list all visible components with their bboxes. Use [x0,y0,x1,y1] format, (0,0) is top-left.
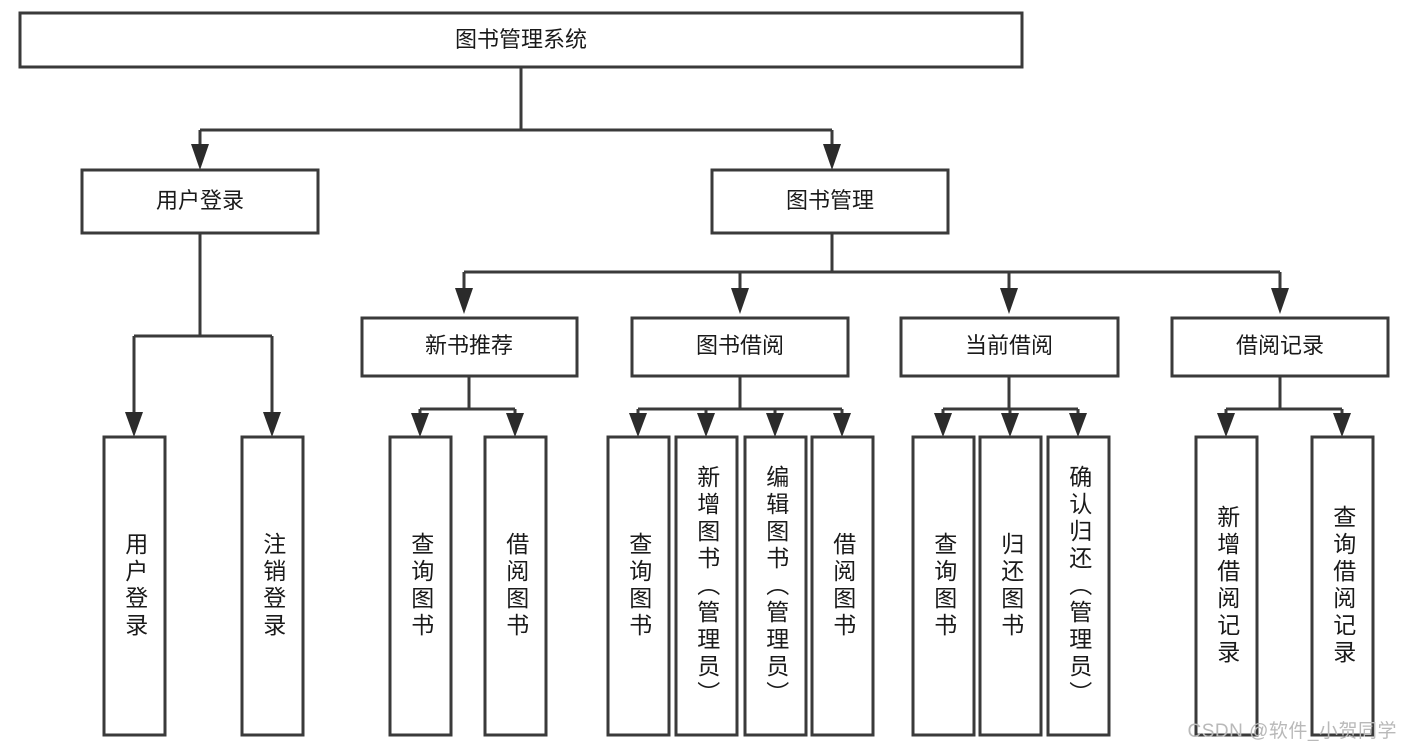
leaf-box-return-book[interactable] [978,435,1043,737]
connector-bookmgmt-to-level3 [455,233,1289,314]
connector-borrowrecord-to-leaves [1217,377,1351,437]
leaf-box-user-login[interactable] [102,435,167,737]
node-current-borrow-box[interactable] [899,316,1120,378]
node-borrow-record-box[interactable] [1170,316,1390,378]
node-book-management-box[interactable] [710,168,950,235]
node-new-book-recommend-label: 新书推荐 [425,333,513,358]
node-new-book-recommend[interactable]: 新书推荐 [360,316,579,378]
csdn-watermark: CSDN @软件_小贺同学 [1187,721,1397,742]
leaf-box-query-book-1[interactable] [388,435,453,737]
node-root[interactable]: 图书管理系统 [18,11,1024,69]
leaf-box-query-book-3[interactable] [911,435,976,737]
node-book-borrow-box[interactable] [630,316,850,378]
leaf-box-add-book-admin[interactable] [674,435,739,737]
node-book-borrow[interactable]: 图书借阅 [630,316,850,378]
leaf-box-borrow-book-2[interactable] [810,435,875,737]
connector-bookborrow-to-leaves [629,377,851,437]
leaf-box-confirm-return-admin[interactable] [1046,435,1111,737]
leaf-box-query-book-2[interactable] [606,435,671,737]
connector-root-to-level2 [191,67,841,170]
node-borrow-record-label: 借阅记录 [1236,333,1324,358]
connector-userlogin-to-leaves [125,233,281,437]
node-root-box[interactable] [18,11,1024,69]
connector-currentborrow-to-leaves [934,377,1087,437]
node-book-management[interactable]: 图书管理 [710,168,950,235]
node-user-login-label: 用户登录 [156,188,244,213]
node-book-management-label: 图书管理 [786,188,874,213]
connector-newbook-to-leaves [411,377,524,437]
node-user-login-box[interactable] [80,168,320,235]
leaf-box-add-borrow-record[interactable] [1194,435,1259,737]
leaf-box-logout-login[interactable] [240,435,305,737]
node-user-login[interactable]: 用户登录 [80,168,320,235]
node-current-borrow[interactable]: 当前借阅 [899,316,1120,378]
node-book-borrow-label: 图书借阅 [696,333,784,358]
leaf-box-query-borrow-record[interactable] [1310,435,1375,737]
leaf-box-edit-book-admin[interactable] [743,435,808,737]
node-borrow-record[interactable]: 借阅记录 [1170,316,1390,378]
leaf-boxes [102,435,1375,737]
node-root-label: 图书管理系统 [455,27,587,52]
node-current-borrow-label: 当前借阅 [965,333,1053,358]
leaf-box-borrow-book-1[interactable] [483,435,548,737]
node-new-book-recommend-box[interactable] [360,316,579,378]
